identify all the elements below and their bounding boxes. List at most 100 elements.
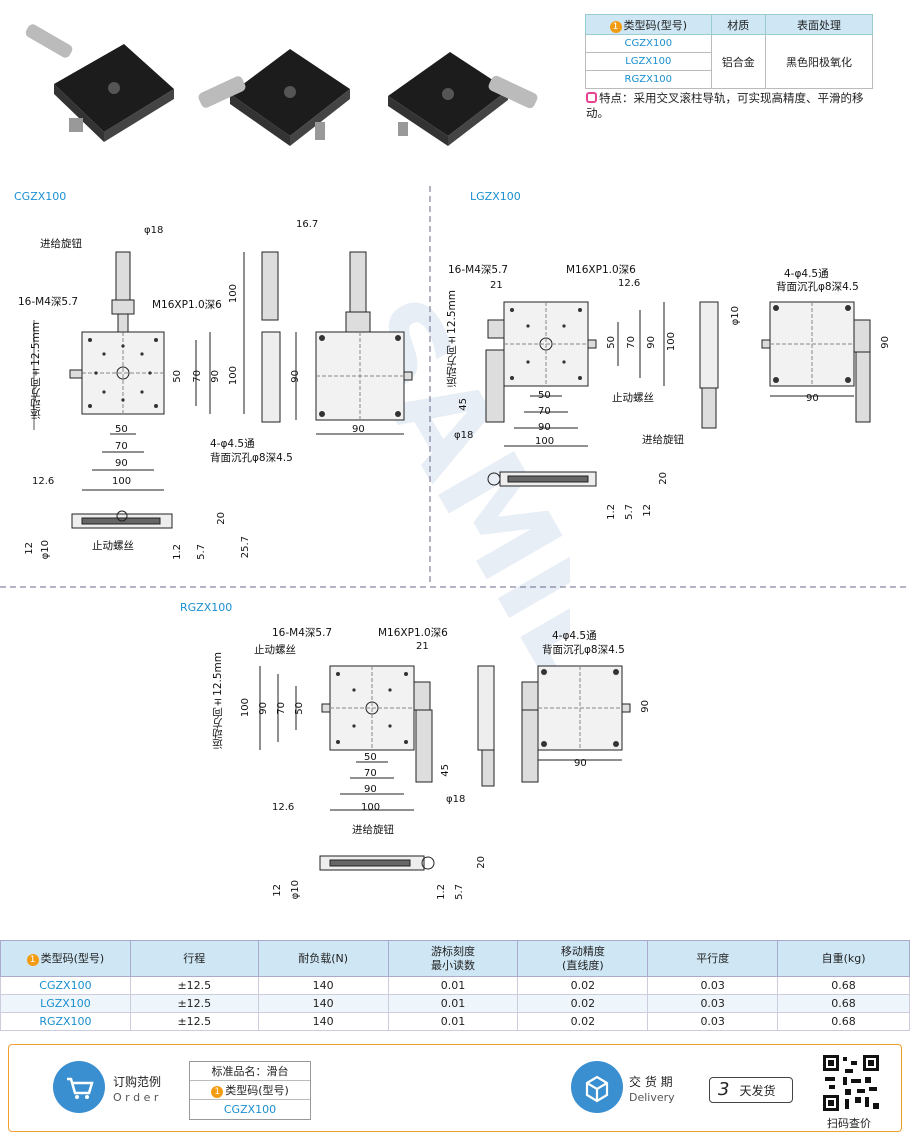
section-label-cgzx: CGZX100 (14, 190, 67, 203)
cgzx-dim: 90 (210, 370, 221, 383)
rgzx-dim: φ18 (446, 794, 466, 805)
cgzx-dim: φ18 (144, 225, 164, 236)
cgzx-dim: 90 (352, 424, 365, 435)
lgzx-dim: 45 (458, 398, 469, 411)
code-cell: CGZX100 (585, 34, 712, 53)
lgzx-stop-screw-label: 止动螺丝 (612, 392, 654, 404)
cgzx-drawing (33, 251, 413, 529)
lgzx-dim: 50 (538, 390, 551, 401)
lgzx-dim: 21 (490, 280, 503, 291)
spec-header-accuracy: 移动精度 (直线度) (517, 940, 649, 977)
lgzx-dim: 12 (642, 504, 653, 517)
section-dividers (0, 186, 910, 588)
header-surface: 表面处理 (764, 14, 874, 35)
section-label-rgzx: RGZX100 (180, 601, 233, 614)
rgzx-dim: 90 (640, 700, 651, 713)
cgzx-dim: 50 (172, 370, 183, 383)
rgzx-dim: 90 (258, 702, 269, 715)
qr-label: 扫码查价 (827, 1117, 871, 1130)
rgzx-dim: 1.2 (436, 884, 447, 900)
cgzx-dim: 100 (112, 476, 132, 487)
cgzx-stop-screw-label: 止动螺丝 (92, 540, 134, 552)
product-photo-rgzx (388, 52, 538, 146)
feature-icon (586, 92, 597, 103)
lgzx-motion-label: 运动方向±12.5mm (446, 290, 458, 388)
cgzx-dim: 25.7 (240, 536, 251, 559)
lgzx-dim: 90 (806, 393, 819, 404)
rgzx-dim: 50 (364, 752, 377, 763)
lgzx-through-label: 4-φ4.5通 (784, 268, 829, 280)
rgzx-dim: 100 (361, 802, 381, 813)
rgzx-drawing (259, 665, 631, 871)
code-cell: RGZX100 (585, 70, 712, 89)
lgzx-dim: 90 (880, 336, 891, 349)
header-material: 材质 (710, 14, 766, 35)
lgzx-dim: 1.2 (606, 504, 617, 520)
delivery-box-icon (571, 1061, 623, 1113)
lgzx-dim: 20 (658, 472, 669, 485)
material-cell: 铝合金 (710, 34, 766, 89)
cgzx-dim: 12.6 (32, 476, 55, 487)
rgzx-through-label: 4-φ4.5通 (552, 630, 597, 642)
delivery-title: 交 货 期 (629, 1075, 673, 1089)
rgzx-dim: 90 (574, 758, 587, 769)
rgzx-dim: 12 (272, 884, 283, 897)
lgzx-feed-knob-label: 进给旋钮 (642, 434, 684, 446)
cgzx-dim: 50 (115, 424, 128, 435)
cgzx-dim: 90 (290, 370, 301, 383)
cgzx-dim: 16.7 (296, 219, 319, 230)
lgzx-counterbore-label: 背面沉孔φ8深4.5 (776, 281, 859, 293)
qr-code-icon[interactable] (821, 1053, 881, 1113)
cgzx-through-label: 4-φ4.5通 (210, 438, 255, 450)
product-photo-lgzx (198, 49, 350, 146)
table-row: LGZX100 ±12.5 140 0.01 0.02 0.03 0.68 (0, 994, 910, 1013)
spec-header-vernier: 游标刻度 最小读数 (387, 940, 519, 977)
order-subtitle: O r d e r (113, 1091, 159, 1104)
rgzx-dim: 20 (476, 856, 487, 869)
feature-note: 特点：采用交叉滚柱导轨，可实现高精度、平滑的移动。 (586, 91, 864, 120)
spec-header-parallelism: 平行度 (647, 940, 779, 977)
rgzx-dim: 70 (276, 702, 287, 715)
cgzx-tap-label: 16-M4深5.7 (18, 296, 79, 308)
number-badge-icon: 1 (26, 953, 39, 966)
cgzx-dim: φ10 (40, 540, 51, 560)
spec-header-weight: 自重(kg) (777, 940, 910, 977)
cgzx-dim: 20 (216, 512, 227, 525)
lgzx-drawing (485, 301, 871, 487)
lgzx-dim: 70 (626, 336, 637, 349)
cart-icon (53, 1061, 105, 1113)
rgzx-dim: 5.7 (454, 884, 465, 900)
section-label-lgzx: LGZX100 (470, 190, 521, 203)
cgzx-dim: 90 (115, 458, 128, 469)
number-badge-icon: 1 (609, 20, 622, 33)
cgzx-counterbore-label: 背面沉孔φ8深4.5 (210, 452, 293, 464)
lgzx-dim: 50 (606, 336, 617, 349)
lgzx-dim: 100 (535, 436, 555, 447)
number-badge-icon: 1 (211, 1086, 224, 1098)
rgzx-stop-screw-label: 止动螺丝 (254, 644, 296, 656)
table-row: RGZX100 ±12.5 140 0.01 0.02 0.03 0.68 (0, 1012, 910, 1031)
lgzx-tap-label: 16-M4深5.7 (448, 264, 509, 276)
spec-header-load: 耐负载(N) (257, 940, 389, 977)
lgzx-dim: 90 (646, 336, 657, 349)
lgzx-dim: 5.7 (624, 504, 635, 520)
rgzx-dim: 100 (240, 698, 251, 718)
rgzx-feed-knob-label: 进给旋钮 (352, 824, 394, 836)
rgzx-dim: 21 (416, 641, 429, 652)
surface-cell: 黑色阳极氧化 (764, 34, 874, 89)
rgzx-motion-label: 运动方向±12.5mm (212, 652, 224, 750)
order-title: 订购范例 (113, 1075, 162, 1089)
cgzx-dim: 70 (192, 370, 203, 383)
lgzx-thread-label: M16XP1.0深6 (566, 264, 636, 276)
cgzx-dim: 12 (24, 542, 35, 555)
lgzx-dim: φ18 (454, 430, 474, 441)
rgzx-dim: 70 (364, 768, 377, 779)
rgzx-counterbore-label: 背面沉孔φ8深4.5 (542, 644, 625, 656)
